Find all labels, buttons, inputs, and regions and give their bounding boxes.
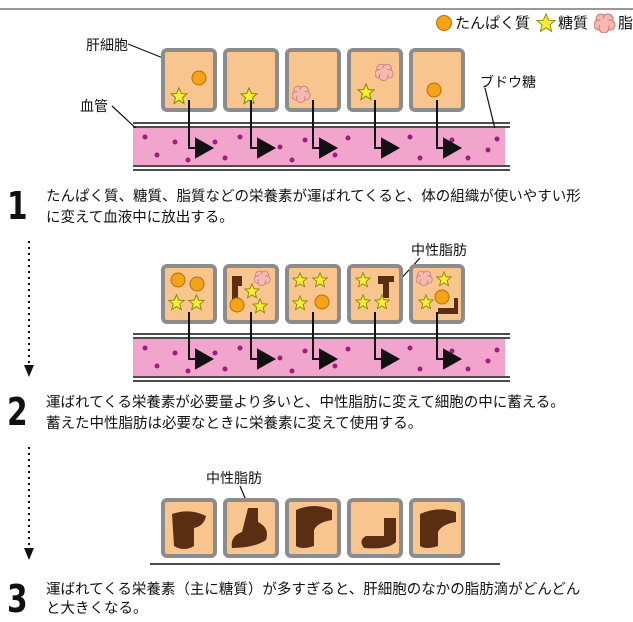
legend-protein: たんぱく質 [435,12,530,33]
legend: たんぱく質 糖質 脂質 [435,12,633,33]
section-3-diagram [150,485,500,565]
step-2-line1: 運ばれてくる栄養素が必要量より多いと、中性脂肪に変えて細胞の中に蓄える。 [46,395,565,411]
legend-sugar: 糖質 [536,12,588,33]
label-neutral-fat-2: 中性脂肪 [206,471,262,487]
legend-sugar-label: 糖質 [558,14,589,32]
legend-fat: 脂質 [594,12,633,33]
step-2-number: 2 [7,390,28,434]
section-1-diagram [111,43,510,171]
top-divider [0,8,633,10]
label-liver-cell: 肝細胞 [86,38,128,54]
down-arrow-2 [24,548,34,560]
protein-icon [436,14,452,31]
legend-protein-label: たんぱく質 [455,14,531,32]
step-2-line2: 蓄えた中性脂肪は必要なときに栄養素に変えて使用する。 [46,416,423,432]
step-3-number: 3 [7,577,28,621]
down-arrow-1 [24,365,34,377]
label-blood-vessel: 血管 [80,99,108,115]
legend-fat-label: 脂質 [618,14,633,32]
label-glucose: ブドウ糖 [480,75,536,91]
step-1-number: 1 [7,184,28,228]
step-3-line1: 運ばれてくる栄養素（主に糖質）が多すぎると、肝細胞のなかの脂肪滴がどんどん [46,582,581,598]
step-1-line1: たんぱく質、糖質、脂質などの栄養素が運ばれてくると、体の組織が使いやすい形 [46,189,581,205]
label-neutral-fat-1: 中性脂肪 [411,243,467,259]
fat-blob-icon [594,13,616,33]
section-2-diagram [133,257,510,382]
step-3-line2: と大きくなる。 [46,601,148,617]
step-1-line2: に変えて血液中に放出する。 [46,210,234,226]
sugar-star-icon [536,12,557,32]
